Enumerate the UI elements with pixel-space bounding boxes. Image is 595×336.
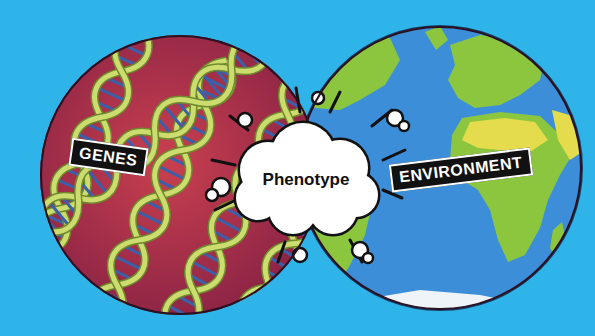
phenotype-cloud: Phenotype (228, 120, 384, 240)
name-tag: GENES (68, 138, 148, 176)
name-tag: ENVIRONMENT (389, 147, 533, 192)
cloud-label: Phenotype (228, 120, 384, 240)
